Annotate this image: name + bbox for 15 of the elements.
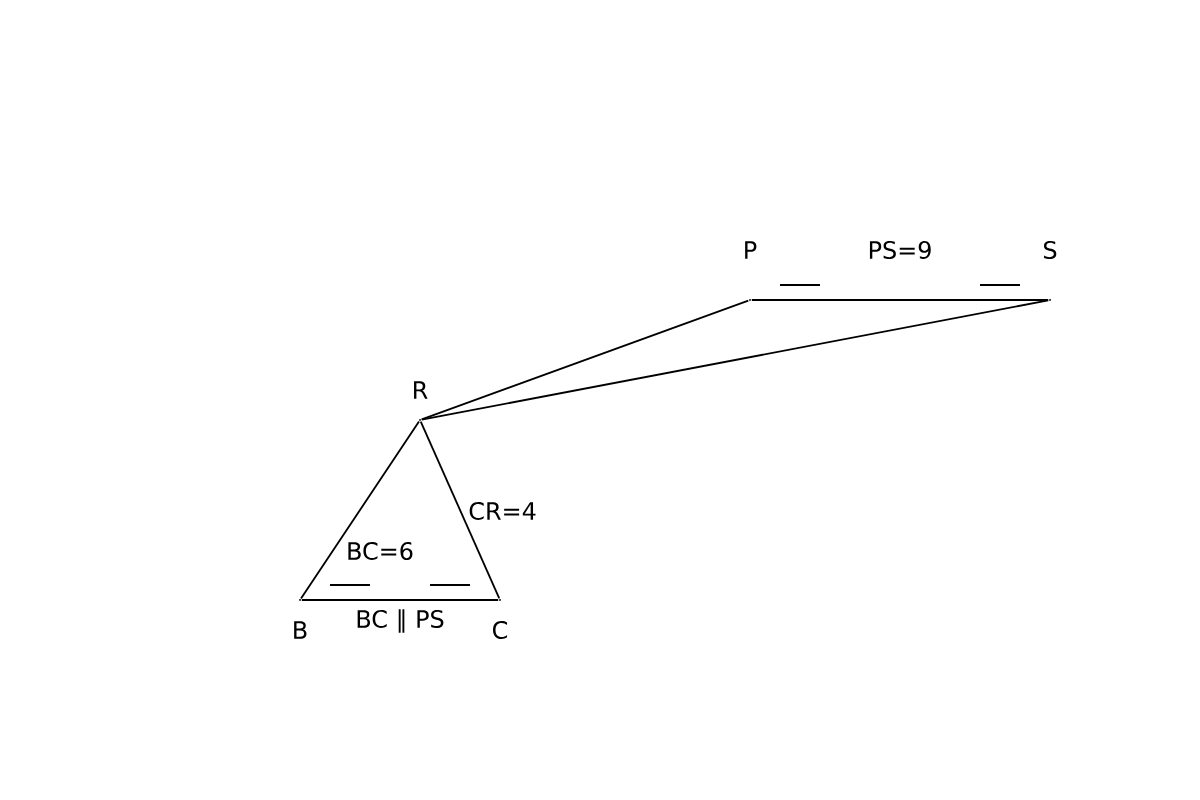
point-label: S <box>1044 240 1057 260</box>
line-segment <box>420 299 750 421</box>
line-segment <box>300 420 420 600</box>
line-segment <box>750 299 1050 301</box>
point-label: B <box>294 621 307 639</box>
measure-label: PS=9 <box>869 240 931 260</box>
point-label: C <box>493 620 508 640</box>
measure-label: CR=4 <box>469 501 536 521</box>
point-label: P <box>745 241 757 259</box>
line-segment <box>419 420 501 600</box>
measure-label: BC=6 <box>348 541 413 561</box>
point-label: R <box>414 381 428 399</box>
line-segment <box>300 599 500 601</box>
line-segment <box>420 299 1050 421</box>
measure-label: BC ∥ PS <box>357 609 444 633</box>
